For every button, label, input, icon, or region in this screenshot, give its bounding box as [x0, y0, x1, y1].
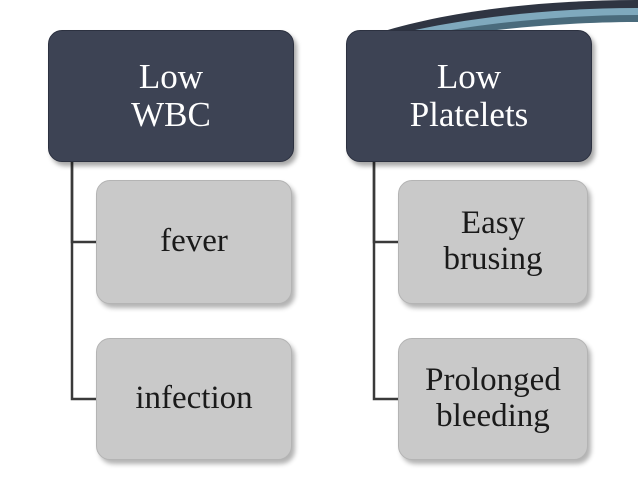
node-prolonged-bleeding-line1: Prolonged [425, 362, 561, 399]
node-easy-brusing[interactable]: Easy brusing [398, 180, 588, 304]
node-low-platelets-line1: Low [436, 57, 502, 97]
node-low-wbc[interactable]: Low WBC [48, 30, 294, 162]
node-low-wbc-line2: WBC [131, 95, 211, 134]
node-infection[interactable]: infection [96, 338, 292, 460]
node-low-platelets-line2: Platelets [409, 95, 529, 134]
node-low-platelets[interactable]: Low Platelets [346, 30, 592, 162]
node-fever-label: fever [160, 223, 228, 260]
node-low-wbc-line1: Low [138, 57, 204, 97]
node-easy-brusing-line1: Easy [460, 205, 526, 242]
node-infection-label: infection [135, 380, 253, 417]
node-prolonged-bleeding-line2: bleeding [436, 398, 550, 434]
node-fever[interactable]: fever [96, 180, 292, 304]
node-easy-brusing-line2: brusing [443, 241, 543, 277]
node-prolonged-bleeding[interactable]: Prolonged bleeding [398, 338, 588, 460]
